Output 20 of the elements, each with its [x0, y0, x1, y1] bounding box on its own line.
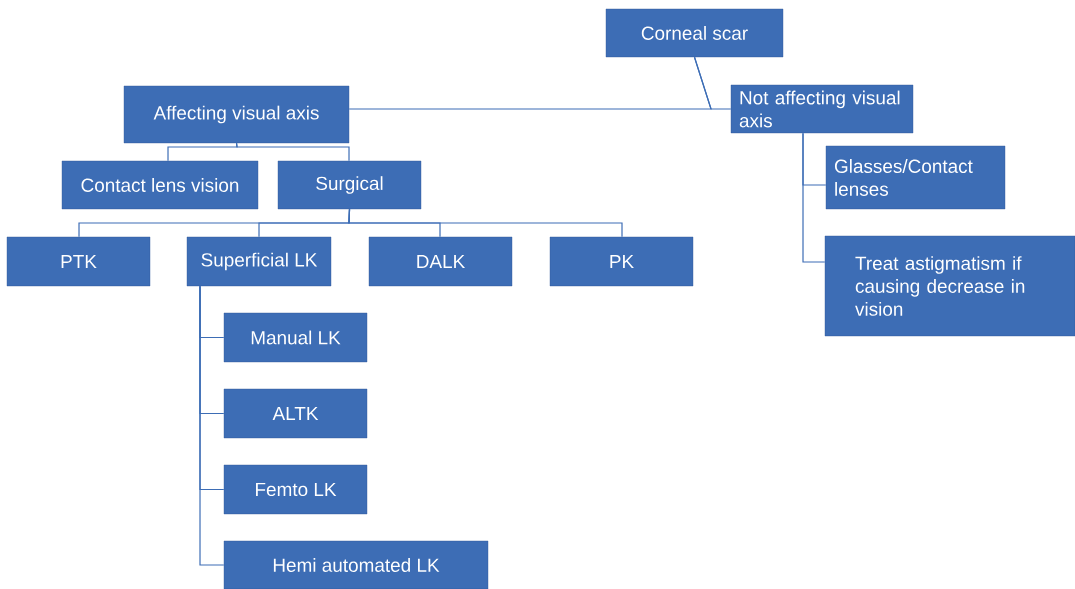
process-box: PTK — [6, 236, 151, 287]
connector-line — [348, 208, 623, 238]
connector-line — [199, 285, 225, 566]
process-box: Corneal scar — [605, 8, 784, 58]
process-box: DALK — [368, 236, 513, 287]
process-box: Treat astigmatism if causing decrease in vision — [824, 235, 1075, 337]
connector-line — [235, 142, 350, 162]
process-box: Glasses/Contact lenses — [825, 145, 1006, 210]
process-box: Not affecting visual axis — [730, 84, 914, 134]
process-box: Manual LK — [223, 312, 368, 363]
process-box: Femto LK — [223, 464, 368, 515]
process-box: Superficial LK — [186, 236, 332, 287]
process-box: PK — [549, 236, 694, 287]
connector-line — [693, 56, 732, 110]
process-box: ALTK — [223, 388, 368, 439]
connector-line — [802, 132, 826, 263]
process-box: Surgical — [277, 160, 422, 210]
process-box: Contact lens vision — [61, 160, 259, 210]
process-box: Hemi automated LK — [223, 540, 489, 589]
process-box: Affecting visual axis — [123, 85, 350, 144]
